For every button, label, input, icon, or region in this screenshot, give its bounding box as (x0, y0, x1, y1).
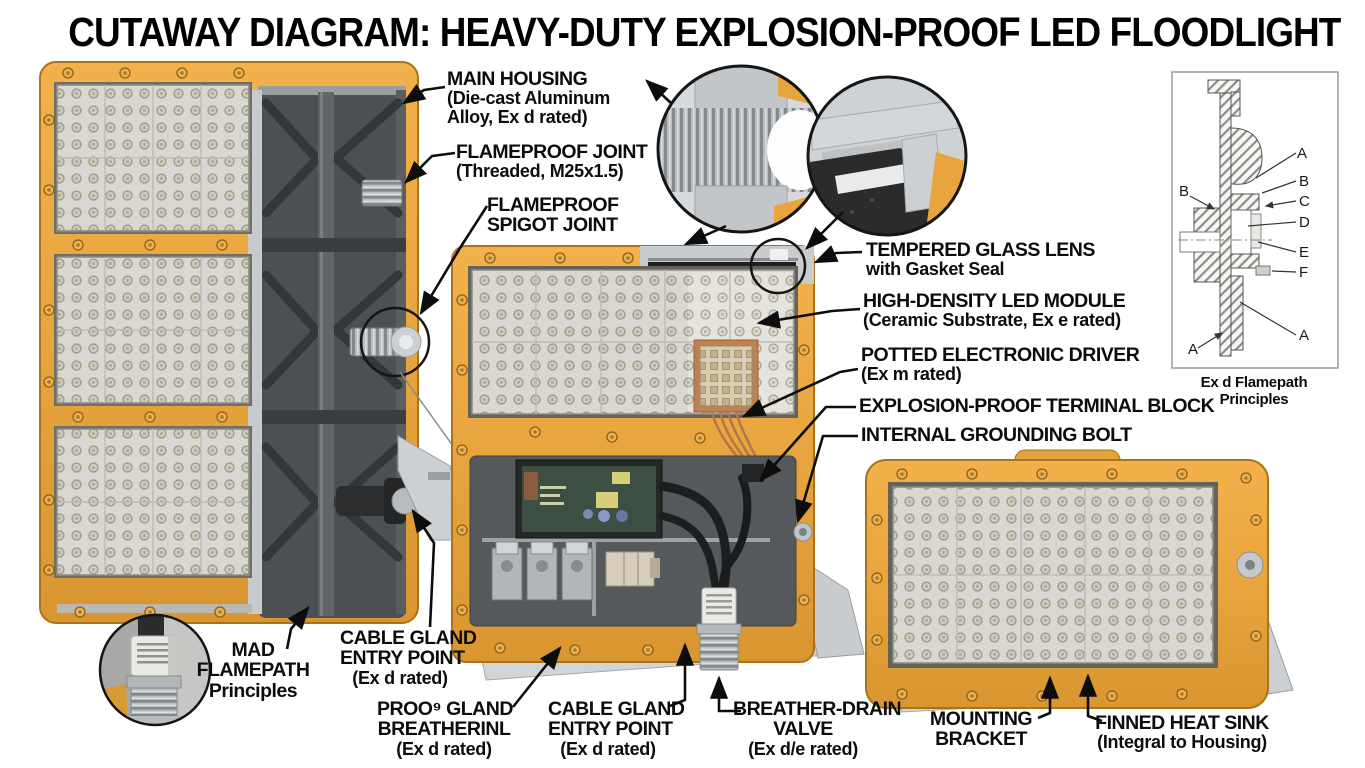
spigot-joint (349, 326, 422, 358)
lens-gasket-detail-callout-circle (806, 75, 968, 237)
label-finned-heat-sink: FINNED HEAT SINK (Integral to Housing) (1090, 713, 1274, 752)
grounding-bolt (793, 522, 813, 542)
text-line: PROO⁹ GLAND (377, 698, 513, 720)
label-tempered-glass-lens: TEMPERED GLASS LENS with Gasket Seal (866, 240, 1095, 279)
text-line: FLAMEPROOF (487, 194, 619, 216)
label-breather-drain-valve: BREATHER-DRAIN VALVE (Ex d/e rated) (733, 698, 902, 759)
text-line: INTERNAL GROUNDING BOLT (861, 424, 1132, 446)
led-window (54, 82, 252, 578)
text-line: BRACKET (935, 728, 1027, 751)
leader-arrows (285, 79, 1103, 723)
label-flameproof-joint: FLAMEPROOF JOINT (Threaded, M25x1.5) (456, 141, 648, 182)
cable-gland-left-light (336, 478, 419, 524)
plug-connector (605, 551, 660, 587)
inset-marker-a-top: A (1297, 145, 1308, 162)
text-line: TEMPERED GLASS LENS (866, 239, 1095, 261)
text-line: VALVE (773, 718, 833, 741)
label-cable-gland-left: CABLE GLAND ENTRY POINT (Ex d rated) (340, 627, 477, 688)
text-line: BREATHER-DRAIN (733, 698, 902, 720)
text-line: (Ex d rated) (396, 738, 492, 759)
text-line: FINNED HEAT SINK (1095, 712, 1269, 734)
text-line: (Ex m rated) (861, 364, 962, 385)
text-line: CABLE GLAND (340, 627, 477, 649)
inset-marker-f: F (1299, 264, 1309, 281)
text-line: EXPLOSION-PROOF TERMINAL BLOCK (859, 395, 1215, 417)
inset-marker-e: E (1299, 244, 1310, 261)
label-potted-driver: POTTED ELECTRONIC DRIVER (Ex m rated) (861, 344, 1140, 385)
text-line: HIGH-DENSITY LED MODULE (863, 290, 1126, 312)
text-line: SPIGOT JOINT (487, 214, 618, 237)
text-line: (Ceramic Substrate, Ex e rated) (863, 310, 1121, 331)
text-line: BREATHERINL (377, 718, 511, 741)
label-flameproof-spigot-joint: FLAMEPROOF SPIGOT JOINT (487, 195, 619, 236)
inset-caption: Ex d Flamepath Principles (1200, 374, 1308, 408)
inset-marker-c: C (1299, 193, 1310, 210)
inset-flamepath-diagram-drawing (1171, 71, 1339, 369)
wiring-compartment (469, 455, 797, 671)
flameproof-joint-boss (361, 179, 403, 207)
terminal-block-black (742, 464, 764, 482)
text-line: (Integral to Housing) (1097, 732, 1267, 753)
thread-detail-callout-circle (656, 64, 826, 234)
label-cable-gland-mid: CABLE GLAND ENTRY POINT (Ex d rated) (548, 698, 685, 759)
label-proo-gland-breather: PROO⁹ GLAND BREATHERINL (Ex d rated) (377, 698, 513, 759)
label-mad-flamepath: MAD FLAMEPATH Principles (193, 639, 313, 702)
text-line: POTTED ELECTRONIC DRIVER (861, 344, 1140, 366)
inset-marker-a-bottom-left: A (1188, 341, 1199, 358)
text-line: CABLE GLAND (548, 698, 685, 720)
label-grounding-bolt: INTERNAL GROUNDING BOLT (861, 424, 1132, 446)
label-mounting-bracket: MOUNTING BRACKET (925, 709, 1037, 750)
right-floodlight-complete (865, 449, 1294, 713)
text-line: (Die-cast Aluminum (447, 88, 610, 109)
text-line: (Ex d/e rated) (748, 738, 858, 759)
text-line: ENTRY POINT (340, 647, 465, 670)
page-title: CUTAWAY DIAGRAM: HEAVY-DUTY EXPLOSION-PR… (68, 9, 1341, 55)
mad-flamepath-detail-circle (98, 613, 212, 727)
label-led-module: HIGH-DENSITY LED MODULE (Ceramic Substra… (863, 290, 1126, 331)
text-line: Alloy, Ex d rated) (447, 107, 588, 128)
text-line: (Threaded, M25x1.5) (456, 161, 624, 182)
text-line: (Ex d rated) (560, 738, 656, 759)
inset-marker-b-right: B (1299, 173, 1310, 190)
left-light-bracket-arm (397, 435, 469, 541)
breather-drain-valve (696, 587, 742, 671)
middle-floodlight-cutaway (451, 237, 865, 681)
text-line: MAIN HOUSING (447, 68, 588, 90)
inset-marker-a-bottom-right: A (1299, 327, 1310, 344)
label-terminal-block: EXPLOSION-PROOF TERMINAL BLOCK (859, 395, 1215, 417)
text-line: with Gasket Seal (866, 259, 1005, 280)
text-line: (Ex d rated) (352, 667, 448, 688)
inset-leader-lines (1189, 152, 1297, 349)
lens-corner-highlight-circle (749, 237, 807, 295)
inset-marker-d: D (1299, 214, 1310, 231)
spigot-joint-highlight-circle (359, 306, 431, 378)
label-main-housing: MAIN HOUSING (Die-cast Aluminum Alloy, E… (447, 69, 610, 127)
text-line: ENTRY POINT (548, 718, 673, 741)
text-line: FLAMEPATH (196, 659, 310, 682)
text-line: Principles (208, 679, 298, 702)
right-led-window (888, 482, 1218, 668)
text-line: FLAMEPROOF JOINT (456, 141, 648, 163)
left-floodlight-cutaway (39, 61, 469, 624)
inset-marker-b-left: B (1179, 183, 1190, 200)
middle-led-window (468, 266, 798, 418)
driver-module (515, 459, 663, 539)
pivot-knob (1236, 551, 1264, 579)
text-line: MOUNTING (929, 708, 1033, 730)
text-line: MAD (231, 639, 275, 661)
terminal-strip (491, 541, 593, 601)
